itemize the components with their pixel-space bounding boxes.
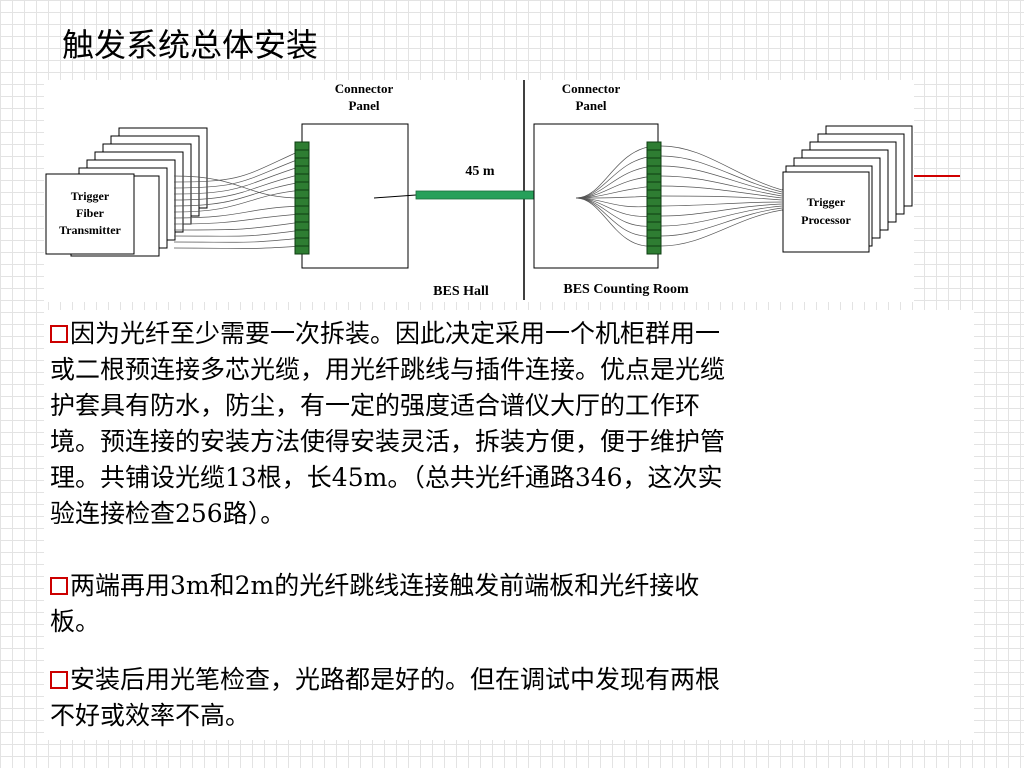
- bullet-1-line-5: 理。共铺设光缆13根，长45m。（总共光纤通路346，这次实: [50, 463, 723, 492]
- left-connector-column: [294, 141, 310, 255]
- diagram-svg: Trigger Fiber Transmitter: [45, 80, 913, 300]
- cable-length-label: 45 m: [465, 164, 495, 179]
- slide-title: 触发系统总体安装: [62, 26, 319, 64]
- left-fiber-bundle: [173, 142, 365, 258]
- transmitter-box: [45, 173, 135, 255]
- bullet-1-line-2: 或二根预连接多芯光缆，用光纤跳线与插件连接。优点是光缆: [50, 355, 726, 384]
- square-bullet-icon: [50, 577, 68, 595]
- processor-box: [782, 171, 870, 253]
- square-bullet-icon: [50, 325, 68, 343]
- cable-left-stub: [373, 194, 417, 199]
- bullet-3-line-2: 不好或效率不高。: [50, 701, 251, 730]
- bullet-item-2: 两端再用3m和2m的光纤跳线连接触发前端板和光纤接收板。: [50, 568, 970, 640]
- connector-panel-left: [301, 123, 409, 269]
- connector-panel-left-label-line2: Panel: [348, 98, 379, 113]
- transmitter-label-line1: Trigger: [71, 189, 110, 203]
- connector-panel-right-label-line1: Connector: [562, 81, 621, 96]
- installation-diagram: Trigger Fiber Transmitter: [44, 80, 914, 302]
- transmitter-stack: Trigger Fiber Transmitter: [45, 127, 208, 257]
- bullet-item-3: 安装后用光笔检查，光路都是好的。但在调试中发现有两根不好或效率不高。: [50, 662, 970, 734]
- bullet-1-line-1: 因为光纤至少需要一次拆装。因此决定采用一个机柜群用一: [70, 319, 721, 348]
- square-bullet-icon: [50, 671, 68, 689]
- connector-panel-right-label-line2: Panel: [575, 98, 606, 113]
- red-accent-line-extension: [914, 175, 960, 177]
- bes-hall-label: BES Hall: [433, 284, 489, 299]
- transmitter-label-line3: Transmitter: [59, 223, 121, 237]
- bullet-3-line-1: 安装后用光笔检查，光路都是好的。但在调试中发现有两根: [70, 665, 721, 694]
- bullet-list: 因为光纤至少需要一次拆装。因此决定采用一个机柜群用一或二根预连接多芯光缆，用光纤…: [44, 310, 974, 740]
- bullet-1-line-3: 护套具有防水，防尘，有一定的强度适合谱仪大厅的工作环: [50, 391, 701, 420]
- bes-counting-room-label: BES Counting Room: [563, 282, 689, 297]
- bullet-1-line-6: 验连接检查256路）。: [50, 499, 286, 528]
- connector-panel-left-label-line1: Connector: [335, 81, 394, 96]
- bullet-2-line-1: 两端再用3m和2m的光纤跳线连接触发前端板和光纤接收: [70, 571, 700, 600]
- main-cable: [415, 190, 547, 200]
- bullet-2-line-2: 板。: [50, 607, 101, 636]
- right-connector-column: [646, 141, 662, 255]
- processor-label-line1: Trigger: [807, 195, 846, 209]
- processor-label-line2: Processor: [801, 213, 851, 227]
- bullet-item-1: 因为光纤至少需要一次拆装。因此决定采用一个机柜群用一或二根预连接多芯光缆，用光纤…: [50, 316, 970, 532]
- processor-stack: Trigger Processor: [782, 125, 913, 253]
- transmitter-label-line2: Fiber: [76, 206, 105, 220]
- bullet-1-line-4: 境。预连接的安装方法使得安装灵活，拆装方便，便于维护管: [50, 427, 726, 456]
